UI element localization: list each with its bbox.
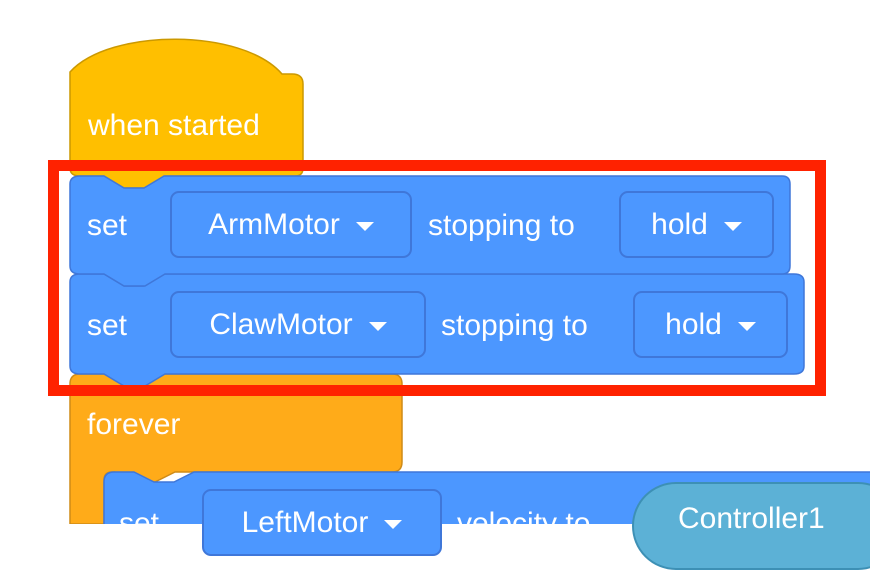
caret-down-icon — [384, 519, 403, 529]
caret-down-icon — [723, 221, 742, 231]
motor-dropdown-label: LeftMotor — [241, 505, 369, 539]
arm-stop-mode-dropdown[interactable]: hold — [619, 191, 774, 258]
forever-block-label: forever — [87, 408, 181, 441]
caret-down-icon — [368, 321, 387, 331]
caret-down-icon — [737, 321, 756, 331]
stop-mode-label: hold — [651, 207, 708, 241]
hat-block-label: when started — [88, 109, 260, 142]
motor-dropdown-label: ClawMotor — [209, 307, 353, 341]
reporter-label: Controller1 — [678, 502, 825, 535]
caret-down-icon — [355, 221, 374, 231]
motor-dropdown-label: ArmMotor — [208, 207, 340, 241]
claw-motor-dropdown[interactable]: ClawMotor — [170, 291, 426, 358]
inner-block-velocity-label: velocity to — [457, 507, 591, 540]
set-block-2-verb: set — [87, 309, 128, 342]
stop-mode-label: hold — [665, 307, 722, 341]
claw-stop-mode-dropdown[interactable]: hold — [633, 291, 788, 358]
arm-motor-dropdown[interactable]: ArmMotor — [170, 191, 412, 258]
set-block-1-stopping-label: stopping to — [428, 209, 575, 242]
left-motor-dropdown[interactable]: LeftMotor — [202, 489, 442, 556]
set-block-2-stopping-label: stopping to — [441, 309, 588, 342]
set-block-1-verb: set — [87, 209, 128, 242]
highlight-box — [48, 160, 826, 396]
controller-reporter[interactable]: Controller1 — [632, 482, 870, 570]
inner-block-verb: set — [119, 507, 160, 540]
